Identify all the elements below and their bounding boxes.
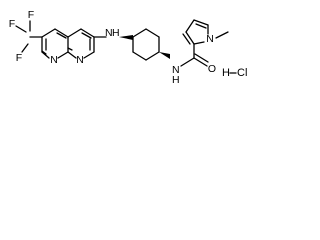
- bond-py-5: [193, 41, 205, 45]
- bond-cf-a: [15, 25, 27, 33]
- atom-h-amide: H: [172, 74, 180, 86]
- bond-py-3: [193, 19, 209, 26]
- salt-h: H: [222, 67, 230, 79]
- bond-r2-5: [67, 51, 77, 59]
- bond-cy-4: [145, 51, 160, 61]
- bond-n-methyl: [215, 31, 229, 39]
- bond-r2-1: [67, 28, 82, 38]
- bond-cy-5: [132, 51, 147, 61]
- bond-py-1b: [182, 33, 191, 45]
- bond-r1-5b: [41, 50, 47, 55]
- chemical-structure: F F F N N N H: [9, 9, 248, 86]
- amine-linker: N H: [93, 27, 133, 40]
- bond-r2-2: [80, 28, 95, 38]
- amide-linker: N H: [172, 57, 195, 86]
- bond-r1-2b: [56, 32, 67, 39]
- atom-n-pyrrole: N: [206, 33, 214, 45]
- bond-c-o-1: [193, 57, 208, 67]
- bond-r2-4: [83, 51, 95, 59]
- naphthyridine-ring-left: N: [41, 28, 69, 66]
- carbonyl-group: O: [193, 43, 216, 75]
- atom-f-1: F: [9, 18, 15, 30]
- trifluoromethyl-group: F F F: [9, 9, 43, 64]
- hydrochloride-salt: H Cl: [222, 67, 247, 79]
- bond-cy-2: [145, 28, 160, 38]
- bond-cf-c: [21, 43, 29, 53]
- naphthyridine-ring-right: N: [67, 28, 95, 66]
- atom-o-carbonyl: O: [208, 63, 216, 75]
- bond-py-1: [185, 31, 195, 45]
- bond-r1-2: [54, 28, 69, 38]
- salt-cl: Cl: [237, 67, 247, 79]
- atom-h-amine: H: [112, 27, 120, 39]
- bond-n-carbonyl: [180, 57, 195, 67]
- atom-n-amide: N: [172, 64, 180, 76]
- bond-r1-1: [41, 28, 56, 38]
- bond-py-2: [185, 19, 195, 33]
- wedge-bond-amine: [119, 35, 133, 40]
- bond-r1-5: [41, 51, 50, 59]
- atom-f-3: F: [16, 52, 22, 64]
- bond-c-o-2: [194, 53, 209, 63]
- atom-f-2: F: [28, 9, 34, 21]
- cyclohexane-ring: [132, 28, 170, 61]
- atom-n-ring-1: N: [50, 54, 58, 66]
- bond-r2-5b: [67, 47, 73, 51]
- bond-r1-4: [57, 51, 69, 59]
- atom-n-amine: N: [105, 27, 113, 39]
- bond-py-3b: [195, 23, 207, 29]
- atom-n-ring-2: N: [76, 54, 84, 66]
- bond-cy-1: [132, 28, 147, 38]
- wedge-bond-amide: [159, 52, 170, 59]
- pyrrole-ring: N: [182, 19, 229, 45]
- bond-r2-2b: [81, 32, 92, 39]
